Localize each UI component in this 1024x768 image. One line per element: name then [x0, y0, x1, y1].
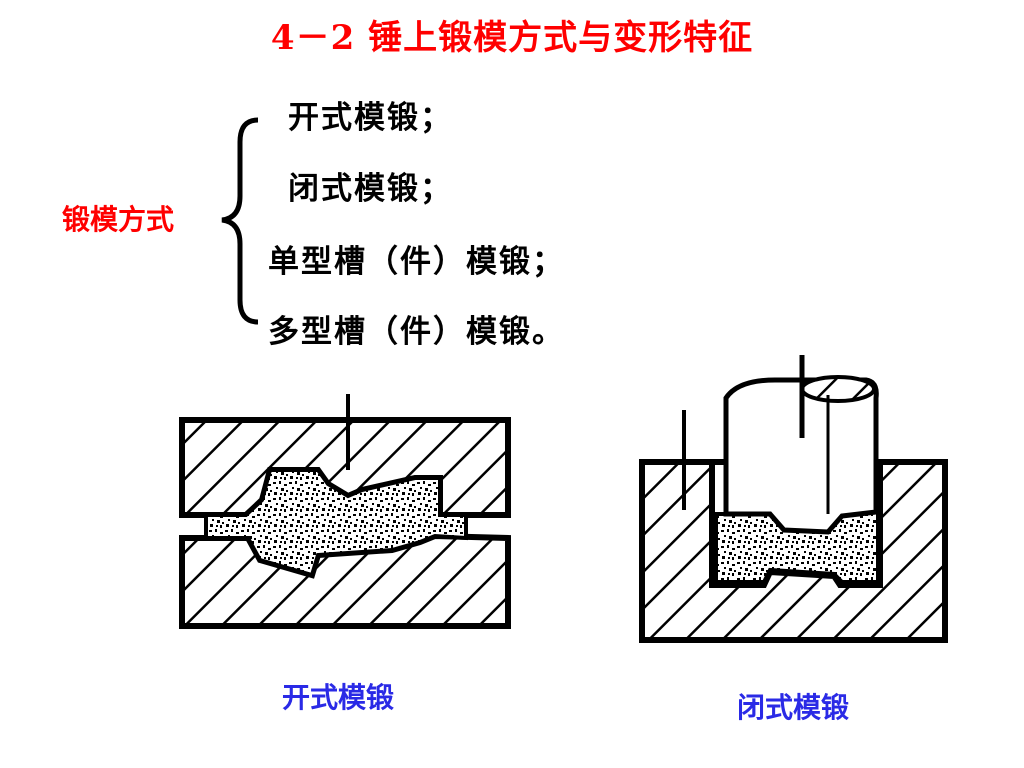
open-die-diagram: [179, 394, 511, 629]
method-item-open-die: 开式模锻；: [288, 100, 453, 136]
closed-die-caption: 闭式模锻: [737, 691, 850, 724]
method-item-single-cavity: 单型槽（件）模锻；: [268, 244, 565, 280]
method-item-closed-die: 闭式模锻；: [288, 171, 453, 207]
slide-title: 4－2 锤上锻模方式与变形特征: [270, 18, 754, 58]
closed-punch-top: [800, 375, 876, 403]
curly-brace: [221, 117, 259, 325]
forging-methods-label: 锻模方式: [62, 203, 175, 236]
open-die-caption: 开式模锻: [282, 681, 395, 714]
method-item-multi-cavity: 多型槽（件）模锻。: [268, 314, 565, 350]
closed-die-diagram: [639, 355, 948, 643]
open-workpiece: [204, 468, 468, 578]
